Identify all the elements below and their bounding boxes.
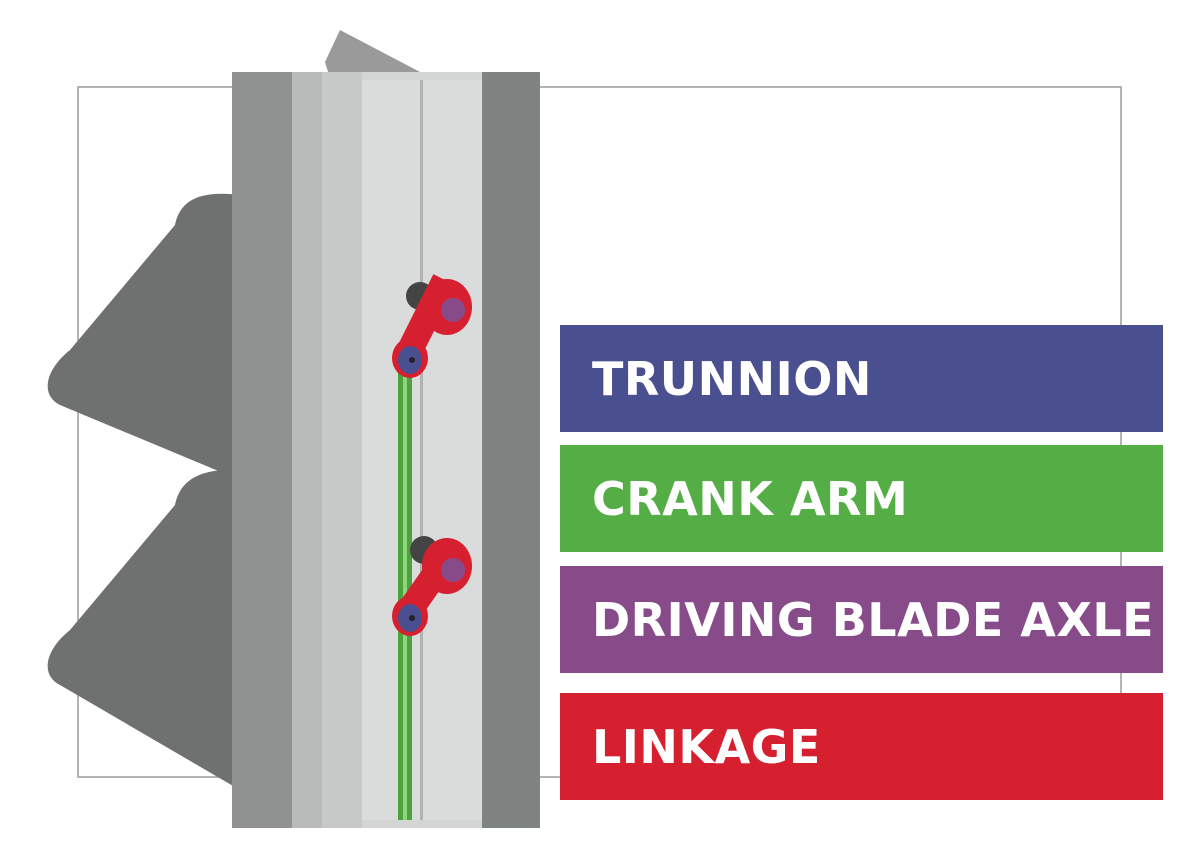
column-flange xyxy=(292,72,322,828)
top-blade-edge xyxy=(325,30,420,78)
column-groove xyxy=(420,80,423,820)
driving-blade-axle-icon xyxy=(441,298,465,322)
legend-driving-blade-axle: DRIVING BLADE AXLE xyxy=(560,566,1163,673)
legend-crank-arm: CRANK ARM xyxy=(560,445,1163,552)
legend-label: TRUNNION xyxy=(592,351,872,406)
legend-label: DRIVING BLADE AXLE xyxy=(592,592,1155,647)
linkage-upper xyxy=(392,274,472,378)
legend-label: CRANK ARM xyxy=(592,471,909,526)
legend-label: LINKAGE xyxy=(592,719,821,774)
column-shadow-right xyxy=(482,72,540,828)
column-shadow-left xyxy=(232,72,292,828)
linkage-lower xyxy=(392,536,472,636)
legend-trunnion: TRUNNION xyxy=(560,325,1163,432)
column-web xyxy=(322,72,362,828)
blade-lower xyxy=(47,469,240,790)
legend-linkage: LINKAGE xyxy=(560,693,1163,800)
blade-upper xyxy=(47,193,240,480)
driving-blade-axle-icon xyxy=(441,558,465,582)
